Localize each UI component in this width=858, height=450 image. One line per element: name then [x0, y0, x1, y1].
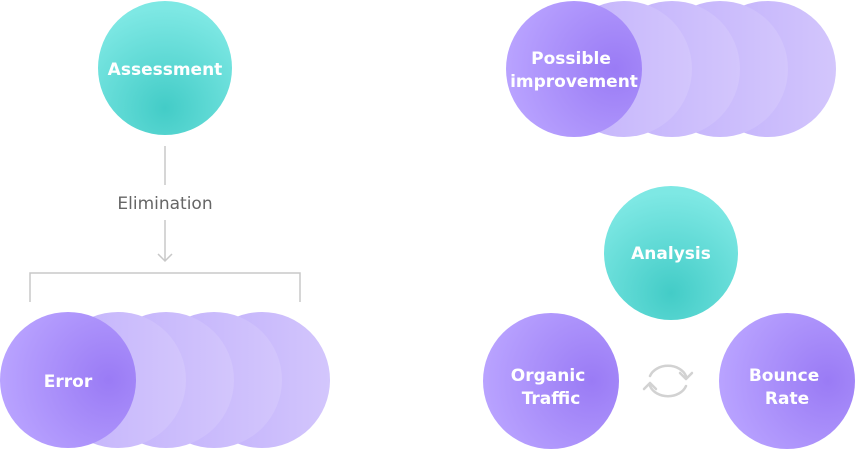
organic-traffic-circle [483, 313, 619, 449]
bounce-rate-label-line-2: Rate [765, 389, 809, 409]
assessment-node: Assessment [98, 1, 232, 135]
improvement-label: Possible improvement [510, 49, 638, 92]
assessment-label: Assessment [108, 60, 223, 80]
right-group: Possible improvement Analysis Organic Tr… [483, 1, 855, 449]
organic-traffic-label-line-2: Traffic [522, 389, 581, 409]
error-circle [0, 312, 136, 448]
analysis-circle [604, 186, 738, 320]
analysis-label: Analysis [631, 244, 711, 264]
cycle-arrow-top [678, 371, 694, 381]
cycle-arrow-bottom [642, 381, 658, 391]
cycle-arc-bottom [648, 384, 688, 398]
arrow-head-icon [157, 253, 173, 263]
improvement-circle [506, 1, 642, 137]
assessment-circle [98, 1, 232, 135]
analysis-node: Analysis [604, 186, 738, 320]
error-label: Error [44, 372, 93, 392]
organic-traffic-label-line-1: Organic [511, 366, 585, 386]
refresh-cycle-icon [642, 364, 694, 398]
left-group: Assessment Elimination Error [0, 1, 330, 448]
bounce-rate-label-line-1: Bounce [749, 366, 819, 386]
elimination-label: Elimination [117, 194, 212, 214]
improvement-label-line-2: improvement [510, 72, 638, 92]
organic-traffic-node: Organic Traffic [483, 313, 619, 449]
improvement-stack: Possible improvement [506, 1, 836, 137]
bracket [29, 272, 301, 302]
bounce-rate-label: Bounce Rate [749, 366, 825, 409]
cycle-arc-top [648, 364, 688, 378]
improvement-label-line-1: Possible [531, 49, 611, 69]
elimination-connector: Elimination [29, 146, 301, 302]
organic-traffic-label: Organic Traffic [511, 366, 591, 409]
bounce-rate-node: Bounce Rate [719, 313, 855, 449]
bounce-rate-circle [719, 313, 855, 449]
error-stack: Error [0, 312, 330, 448]
